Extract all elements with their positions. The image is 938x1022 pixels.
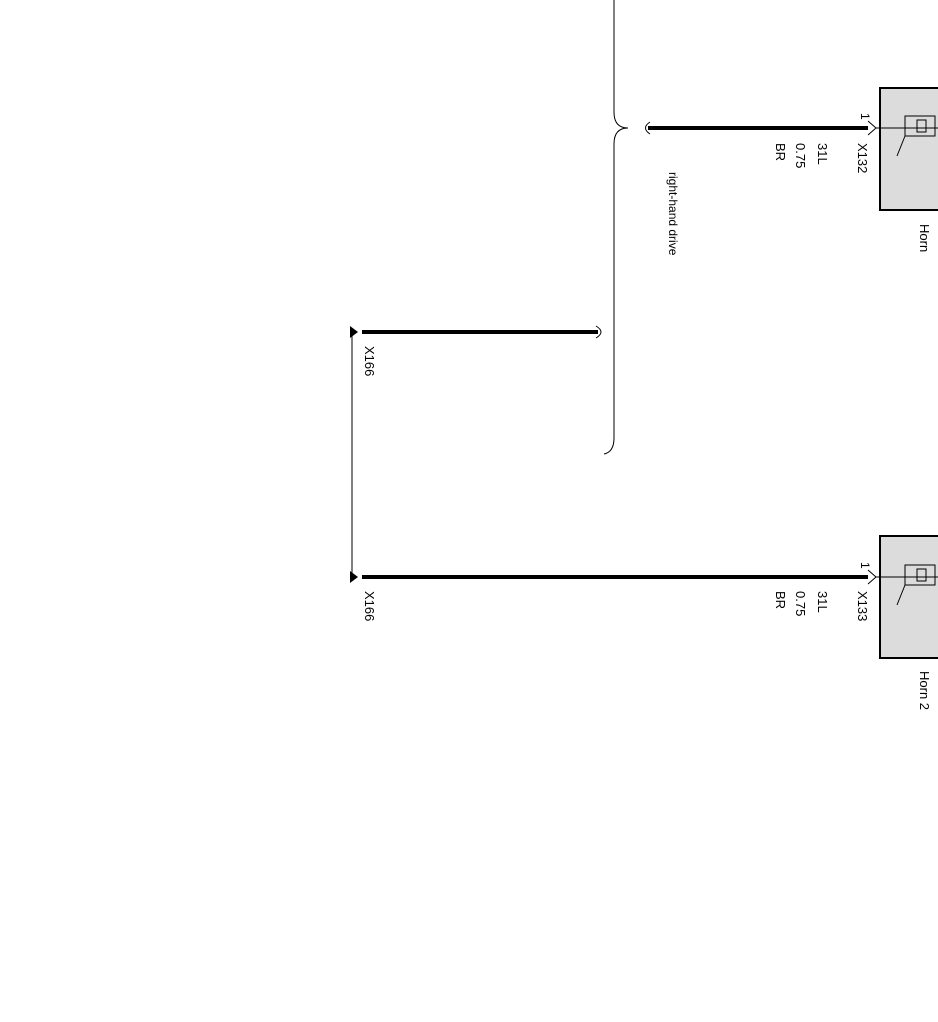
circuit-label-horn-2: 31L xyxy=(815,591,830,613)
connector-label-horn-2: X133 xyxy=(855,591,870,621)
wire-horn-1 xyxy=(645,120,877,136)
gauge-label-horn-2: 0.75 xyxy=(793,591,808,616)
variant-brace xyxy=(603,0,629,455)
variant-label: right-hand drive xyxy=(666,172,680,256)
component-name-horn: Horn xyxy=(917,224,932,252)
connector-label-horn: X132 xyxy=(855,143,870,173)
wire-horn-2 xyxy=(350,569,877,585)
component-horn-2 xyxy=(876,535,938,659)
pin-label-horn: 1 xyxy=(858,113,872,120)
color-label-horn: BR xyxy=(773,143,788,161)
circuit-label-horn: 31L xyxy=(815,143,830,165)
gauge-label-horn: 0.75 xyxy=(793,143,808,168)
component-name-horn-2: Horn 2 xyxy=(917,671,932,710)
pin-label-horn-2: 1 xyxy=(858,562,872,569)
component-horn xyxy=(876,87,938,211)
wire-ground-x166-upper xyxy=(350,325,602,339)
color-label-horn-2: BR xyxy=(773,591,788,609)
ground-label-x166-upper: X166 xyxy=(362,346,377,376)
ground-label-x166-lower: X166 xyxy=(362,591,377,621)
